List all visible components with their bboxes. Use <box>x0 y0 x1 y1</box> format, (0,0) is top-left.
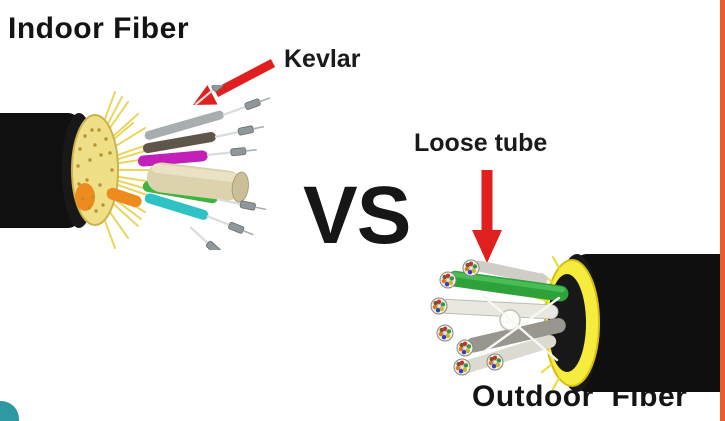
central-strength-member <box>146 162 249 203</box>
vs-text: VS <box>303 170 411 261</box>
ripcord-threads <box>479 294 561 362</box>
loose-tube-label: Loose tube <box>414 129 548 157</box>
corner-badge-icon <box>0 401 19 421</box>
outdoor-cable-illustration <box>430 254 725 392</box>
right-edge-accent-strip <box>720 0 725 421</box>
kevlar-label: Kevlar <box>284 45 361 73</box>
kevlar-cross-section <box>71 114 119 226</box>
indoor-fiber-title: Indoor Fiber <box>8 12 189 45</box>
indoor-cable-illustration <box>0 85 273 250</box>
loose-tubes <box>439 260 569 373</box>
loose-tube-arrow-icon <box>472 170 502 263</box>
